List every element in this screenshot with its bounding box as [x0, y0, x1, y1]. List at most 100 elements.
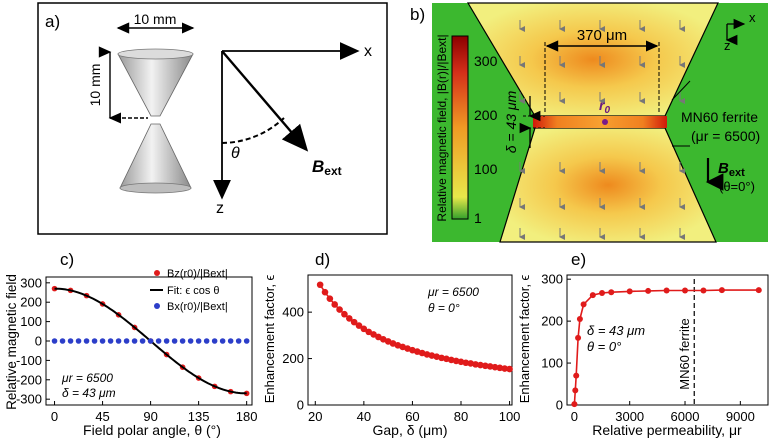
data-point — [477, 361, 484, 369]
x-tick-label: 3000 — [615, 409, 644, 424]
data-point — [139, 338, 146, 344]
chart-c-xlabel: Field polar angle, θ (°) — [83, 422, 221, 438]
data-point — [575, 334, 582, 341]
chart-d-panel-label: d) — [315, 250, 330, 269]
data-point — [599, 290, 606, 297]
series-line — [573, 289, 759, 405]
panel-b: 300 200 100 1 Relative magnetic field, |… — [410, 2, 768, 243]
x-tick-label: 100 — [499, 409, 521, 424]
bext-arrow — [221, 50, 309, 152]
y-tick-label: -200 — [16, 372, 42, 387]
chart-e-xlabel: Relative permeability, μr — [592, 422, 742, 438]
data-point — [227, 338, 234, 344]
data-point — [589, 292, 596, 299]
x-tick-label: 180 — [236, 409, 258, 424]
bext-label-b: Bext — [718, 160, 745, 179]
y-tick-label: 100 — [541, 356, 563, 371]
legend-bx-label: Bx(r0)/|Bext| — [167, 301, 228, 313]
lower-cone-icon — [119, 123, 192, 194]
data-point — [486, 363, 494, 370]
data-point — [171, 338, 178, 344]
data-point — [219, 338, 226, 344]
x-axis-label: x — [364, 43, 372, 60]
x-tick-label: 9000 — [726, 409, 755, 424]
y-tick-label: 300 — [20, 275, 42, 290]
data-point — [481, 362, 489, 370]
data-point — [195, 338, 202, 344]
x-tick-label: 40 — [357, 409, 371, 424]
x-tick-label: 45 — [95, 409, 109, 424]
material-label-line1: MN60 ferrite — [681, 109, 758, 125]
chart-c-panel-label: c) — [60, 250, 74, 269]
data-point — [115, 338, 122, 344]
legend-bx-marker — [154, 303, 160, 309]
chart-e-ylabel: Enhancement factor, ϵ — [517, 274, 532, 403]
data-point — [700, 287, 707, 294]
data-point — [506, 365, 513, 373]
chart-d-annotation-mu: μr = 6500 — [427, 285, 479, 299]
x-tick-label: 80 — [454, 409, 468, 424]
legend-fit-label: Fit: ϵ cos θ — [167, 285, 220, 297]
chart-e-annotation-theta: θ = 0° — [587, 339, 621, 354]
data-point — [580, 301, 587, 308]
data-point — [131, 338, 138, 344]
field-arrows — [519, 20, 685, 240]
colorbar-tick-300: 300 — [474, 53, 498, 69]
legend-bz-marker — [154, 270, 160, 276]
data-point — [107, 338, 114, 344]
material-label-line2: (μr = 6500) — [691, 128, 760, 144]
data-point — [608, 289, 615, 296]
data-point — [163, 338, 170, 344]
y-tick-label: 300 — [541, 272, 563, 287]
chart-e: e) Enhancement factor, ϵ Relative permea… — [517, 250, 769, 438]
data-point — [571, 401, 578, 408]
b-x-axis-label: x — [749, 10, 756, 25]
legend-bz-label: Bz(r0)/|Bext| — [167, 268, 228, 280]
x-tick-label: 90 — [143, 409, 157, 424]
data-point — [179, 338, 186, 344]
colorbar — [451, 35, 469, 220]
data-point — [59, 338, 66, 344]
x-tick-label: 60 — [405, 409, 419, 424]
data-point — [187, 338, 194, 344]
y-tick-label: 400 — [282, 305, 304, 320]
data-point — [501, 365, 509, 372]
data-point — [243, 338, 250, 344]
data-point — [462, 359, 470, 367]
x-tick-label: 6000 — [671, 409, 700, 424]
data-point — [336, 306, 343, 313]
data-point — [355, 322, 363, 329]
gap-width-label: 370 μm — [577, 27, 627, 44]
chart-c-ylabel: Relative magnetic field — [4, 274, 19, 410]
chart-d-ylabel: Enhancement factor, ϵ — [262, 274, 277, 403]
chart-d: d) Enhancement factor, ϵ Gap, δ (μm) μr … — [262, 250, 520, 438]
gap-region — [533, 116, 667, 128]
chart-e-panel-label: e) — [571, 250, 586, 269]
data-point — [99, 338, 106, 344]
x-tick-label: 135 — [188, 409, 210, 424]
upper-cone-icon — [117, 48, 194, 117]
series-line — [319, 284, 510, 370]
data-point — [51, 338, 58, 344]
data-point — [316, 281, 324, 289]
panel-a-label: a) — [45, 12, 60, 31]
data-point — [496, 364, 504, 372]
data-point — [155, 338, 162, 344]
x-tick-label: 0 — [51, 409, 58, 424]
data-point — [682, 287, 689, 294]
data-point — [123, 338, 130, 344]
panel-a-frame — [37, 2, 388, 235]
chart-d-xlabel: Gap, δ (μm) — [373, 422, 448, 438]
data-point — [147, 338, 154, 344]
colorbar-tick-100: 100 — [474, 161, 498, 177]
data-point — [755, 287, 762, 294]
y-tick-label: 200 — [282, 351, 304, 366]
bext-angle-label: (θ=0°) — [719, 179, 755, 194]
data-point — [626, 288, 633, 295]
z-axis-label: z — [216, 200, 224, 217]
gap-height-label: δ = 43 μm — [503, 90, 519, 153]
data-point — [491, 363, 499, 371]
